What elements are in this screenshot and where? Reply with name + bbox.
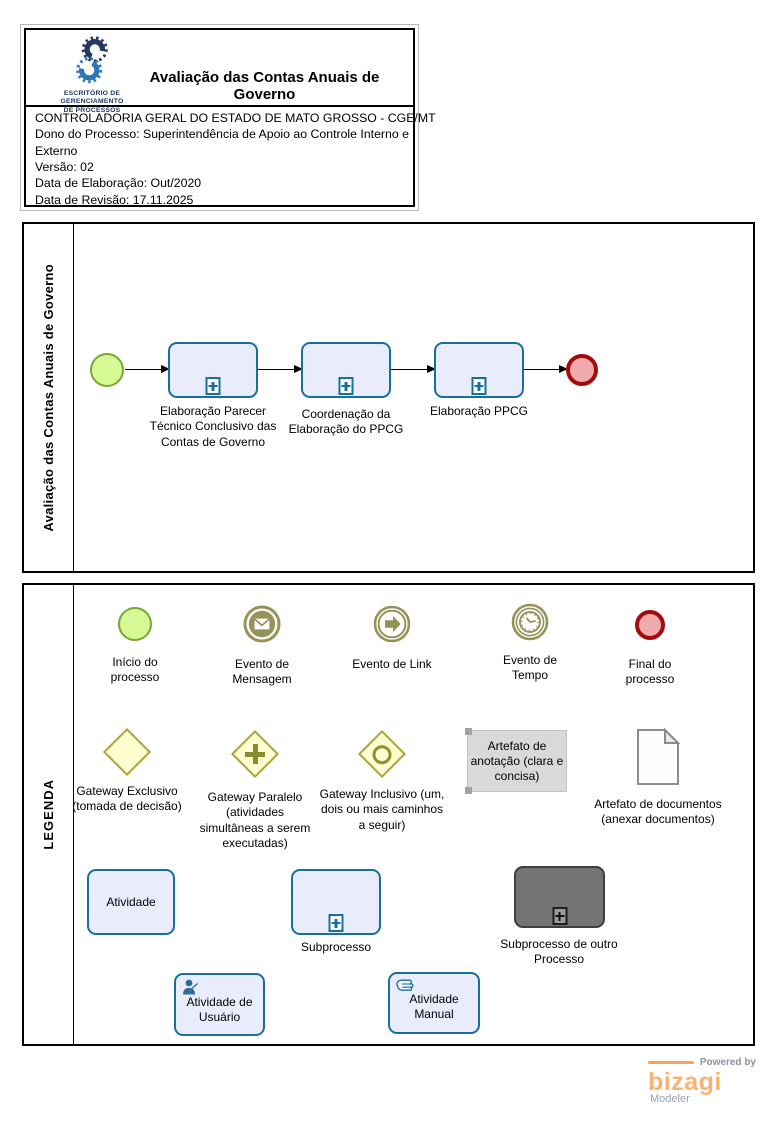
- legend-artifact-label: Artefato de documentos (anexar documento…: [594, 797, 722, 827]
- bizagi-logo-text: bizagi: [648, 1068, 722, 1096]
- legend-lane-header: LEGENDA: [24, 585, 74, 1044]
- subprocess-plus-icon: [328, 914, 344, 932]
- legend-gateway-label: Gateway Paralelo (atividades simultâneas…: [199, 790, 311, 851]
- legend-reusable-subprocess-shape: [514, 866, 605, 928]
- annotation-artifact: Artefato de anotação (clara e concisa): [465, 728, 567, 794]
- header-shadow-frame: [20, 24, 419, 211]
- org-name-line: CONTROLADORIA GERAL DO ESTADO DE MATO GR…: [35, 111, 436, 125]
- revision-date-line: Data de Revisão: 17.11.2025: [35, 192, 194, 207]
- legend-lane-label: LEGENDA: [41, 779, 56, 850]
- gear-s-logo-icon: [76, 36, 108, 84]
- legend-event-label: Evento de Link: [352, 657, 432, 671]
- legend-gateway-label: Gateway Exclusivo (tomada de decisão): [72, 784, 182, 814]
- watermark-accent-line: [648, 1061, 694, 1064]
- subprocess-elaboracao-parecer: [168, 342, 258, 398]
- subprocess-elaboracao-ppcg: [434, 342, 524, 398]
- legend-reusable-subprocess-label: Subprocesso de outro Processo: [500, 937, 618, 967]
- org-logo: ESCRITÓRIO DE GERENCIAMENTO DE PROCESSOS: [40, 35, 144, 115]
- inclusive-gateway-icon: [357, 729, 407, 779]
- bizagi-watermark: Powered by bizagi Modeler: [648, 1057, 756, 1105]
- start-event-icon: [90, 353, 124, 387]
- modeler-text: Modeler: [650, 1093, 690, 1106]
- process-lane-header: Avaliação das Contas Anuais de Governo: [24, 224, 74, 571]
- activity-label: Elaboração Parecer Técnico Conclusivo da…: [149, 404, 277, 449]
- subprocess-plus-icon: [471, 377, 487, 395]
- process-title: Avaliação das Contas Anuais de Governo: [149, 69, 380, 103]
- document-artifact-icon: [637, 728, 680, 785]
- legend-subprocess-label: Subprocesso: [300, 940, 372, 954]
- user-icon: [183, 979, 198, 995]
- header-info-section: CONTROLADORIA GERAL DO ESTADO DE MATO GR…: [26, 107, 436, 208]
- activity-label: Elaboração PPCG: [429, 404, 529, 418]
- link-event-icon: [373, 605, 411, 643]
- hand-icon: [396, 979, 414, 991]
- legend-pool: LEGENDA Início do processo Evento de Men…: [22, 583, 755, 1046]
- subprocess-plus-icon: [338, 377, 354, 395]
- end-event-icon: [566, 354, 598, 386]
- legend-event-label: Início do processo: [110, 655, 160, 685]
- elaboration-date-line: Data de Elaboração: Out/2020: [35, 176, 202, 191]
- process-lane-label: Avaliação das Contas Anuais de Governo: [41, 263, 56, 532]
- subprocess-coordenacao-ppcg: [301, 342, 391, 398]
- powered-by-text: Powered by: [699, 1057, 756, 1068]
- legend-task-shape: Atividade: [87, 869, 175, 935]
- legend-subprocess-shape: [291, 869, 381, 935]
- header-title-section: ESCRITÓRIO DE GERENCIAMENTO DE PROCESSOS…: [26, 30, 413, 114]
- sequence-flow-2: [258, 364, 303, 373]
- version-line: Versão: 02: [35, 160, 94, 175]
- process-pool: Avaliação das Contas Anuais de Governo E…: [22, 222, 755, 573]
- legend-event-label: Final do processo: [625, 657, 675, 687]
- legend-user-task-shape: Atividade de Usuário: [174, 973, 265, 1036]
- timer-event-icon: [511, 603, 549, 641]
- subprocess-plus-icon: [552, 907, 567, 925]
- sequence-flow-4: [524, 364, 568, 373]
- legend-manual-task-shape: Atividade Manual: [388, 972, 480, 1034]
- process-header-box: ESCRITÓRIO DE GERENCIAMENTO DE PROCESSOS…: [24, 28, 436, 208]
- parallel-gateway-icon: [230, 729, 280, 779]
- legend-gateway-label: Gateway Inclusivo (um, dois ou mais cami…: [319, 787, 445, 832]
- sequence-flow-1: [125, 364, 170, 373]
- logo-caption: ESCRITÓRIO DE GERENCIAMENTO DE PROCESSOS: [60, 90, 124, 114]
- message-event-icon: [243, 605, 281, 643]
- sequence-flow-3: [391, 364, 436, 373]
- legend-event-label: Evento de Mensagem: [232, 657, 292, 687]
- process-owner-line-2: Externo: [35, 143, 78, 158]
- subprocess-plus-icon: [205, 377, 221, 395]
- process-owner-line: Dono do Processo: Superintendência de Ap…: [35, 127, 409, 142]
- legend-event-label: Evento de Tempo: [502, 653, 558, 683]
- end-event-icon: [635, 610, 665, 640]
- activity-label: Coordenação da Elaboração do PPCG: [288, 407, 404, 437]
- start-event-icon: [118, 607, 152, 641]
- exclusive-gateway-icon: [102, 727, 152, 777]
